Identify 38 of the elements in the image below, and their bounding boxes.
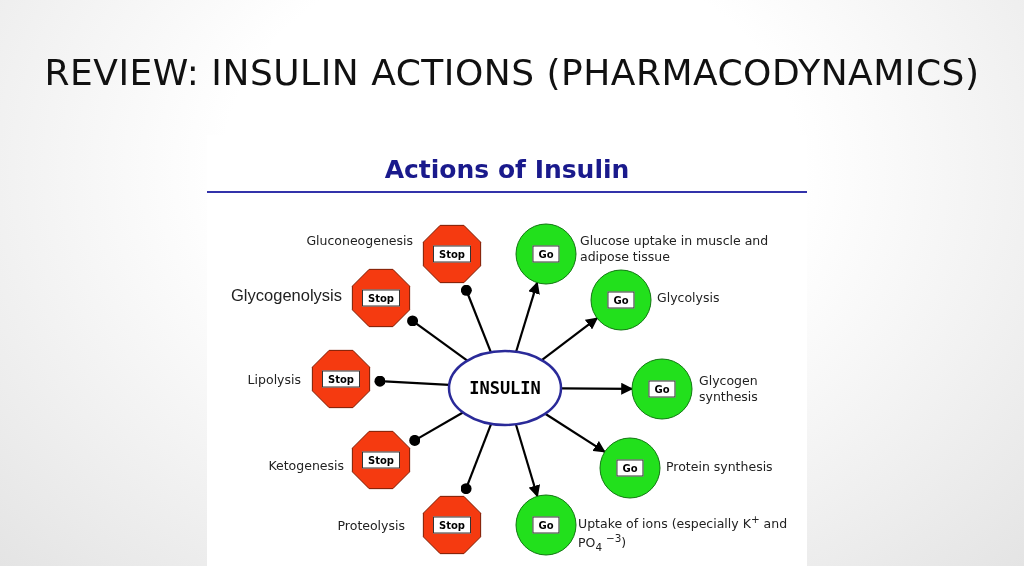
- arrow: [544, 412, 606, 453]
- arrow: [541, 317, 599, 361]
- sign-label: Stop: [433, 245, 471, 263]
- sign-label: Go: [532, 245, 560, 263]
- inhibition-line: [407, 315, 468, 362]
- figure-heading: Actions of Insulin: [383, 155, 631, 184]
- process-label: Glucose uptake in muscle and adipose tissue: [580, 232, 770, 266]
- slide-title: REVIEW: INSULIN ACTIONS (PHARMACODYNAMICS): [43, 52, 981, 93]
- hormone-ellipse: [447, 349, 563, 427]
- sign-label: Go: [616, 459, 644, 477]
- process-label: Proteolysis: [337, 517, 405, 535]
- sign-label: Go: [607, 291, 635, 309]
- process-label: Glycogen synthesis: [699, 372, 759, 406]
- inhibition-line: [460, 284, 492, 353]
- hormone-label: INSULIN: [469, 378, 541, 398]
- process-label: Glycolysis: [657, 289, 720, 307]
- sign-label: Stop: [322, 370, 360, 388]
- inhibition-line: [460, 423, 493, 495]
- arrow: [514, 424, 541, 498]
- sign-label: Go: [532, 516, 560, 534]
- process-label: Gluconeogenesis: [306, 232, 413, 250]
- go-circle: [589, 268, 653, 332]
- go-circle: [514, 222, 578, 286]
- go-circle: [630, 357, 694, 421]
- sign-label: Stop: [362, 451, 400, 469]
- process-label: Protein synthesis: [666, 458, 773, 476]
- inhibition-line: [374, 375, 450, 387]
- process-label: Uptake of ions (especially K$^{+}$ and PO$_{4}$ $^{−3}$): [578, 513, 789, 555]
- go-circle: [514, 493, 578, 557]
- process-label: Lipolysis: [247, 371, 301, 389]
- go-circle: [598, 436, 662, 500]
- process-label: Ketogenesis: [268, 457, 344, 475]
- process-label: Glycogenolysis: [231, 285, 342, 307]
- inhibition-line: [409, 411, 464, 446]
- sign-label: Stop: [362, 289, 400, 307]
- arrow: [561, 382, 634, 395]
- sign-label: Go: [648, 380, 676, 398]
- sign-label: Stop: [433, 516, 471, 534]
